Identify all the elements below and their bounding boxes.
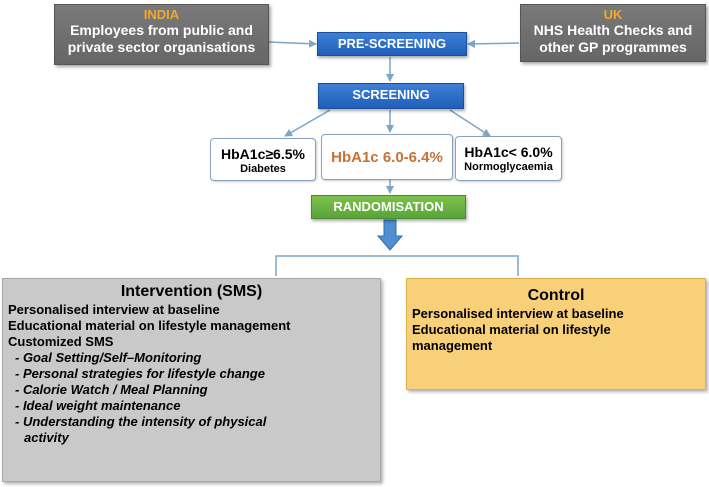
randomisation-box: RANDOMISATION xyxy=(311,195,466,219)
control-line: management xyxy=(412,338,493,353)
intervention-line: Personalised interview at baseline xyxy=(8,302,220,317)
hba1c-normal-label: Normoglycaemia xyxy=(464,161,553,173)
india-desc-line2: private sector organisations xyxy=(67,39,256,55)
sms-item: - Personal strategies for lifestyle chan… xyxy=(15,366,265,381)
intervention-panel: Intervention (SMS) Personalised intervie… xyxy=(2,278,381,482)
sms-item-continuation: activity xyxy=(24,430,69,445)
hba1c-diabetes-label: Diabetes xyxy=(240,163,286,175)
uk-source-box: UK NHS Health Checks and other GP progra… xyxy=(520,4,706,62)
hba1c-prediabetes-value: HbA1c 6.0-6.4% xyxy=(331,149,443,166)
india-source-box: INDIA Employees from public and private … xyxy=(54,4,269,65)
uk-desc-line1: NHS Health Checks and xyxy=(533,22,693,38)
branch-connector xyxy=(275,255,519,276)
sms-item: - Calorie Watch / Meal Planning xyxy=(15,382,208,397)
hba1c-prediabetes-box: HbA1c 6.0-6.4% xyxy=(321,134,453,180)
sms-item: - Goal Setting/Self–Monitoring xyxy=(15,350,202,365)
screening-to-normal-arrow xyxy=(449,109,491,137)
sms-item: - Ideal weight maintenance xyxy=(15,398,181,413)
control-title: Control xyxy=(527,287,585,304)
india-title: INDIA xyxy=(143,7,180,22)
prescreening-box: PRE-SCREENING xyxy=(317,32,467,56)
sms-item: - Understanding the intensity of physica… xyxy=(15,414,267,429)
control-panel: Control Personalised interview at baseli… xyxy=(406,278,706,390)
uk-desc-line2: other GP programmes xyxy=(539,39,687,55)
screening-to-diabetes-arrow xyxy=(284,109,331,137)
hba1c-normal-box: HbA1c< 6.0% Normoglycaemia xyxy=(455,136,562,181)
india-to-prescreening-arrow xyxy=(268,39,317,48)
hba1c-diabetes-value: HbA1c≥6.5% xyxy=(221,146,305,162)
control-line: Educational material on lifestyle xyxy=(412,322,611,337)
uk-to-prescreening-arrow xyxy=(467,39,520,48)
screening-box: SCREENING xyxy=(318,83,464,109)
hba1c-diabetes-box: HbA1c≥6.5% Diabetes xyxy=(210,138,316,181)
randomisation-down-arrow xyxy=(376,219,404,251)
intervention-line: Customized SMS xyxy=(8,334,114,349)
intervention-title: Intervention (SMS) xyxy=(120,283,263,300)
uk-title: UK xyxy=(603,7,623,22)
control-line: Personalised interview at baseline xyxy=(412,306,624,321)
india-desc-line1: Employees from public and xyxy=(70,22,253,38)
hba1c-normal-value: HbA1c< 6.0% xyxy=(464,144,553,160)
intervention-line: Educational material on lifestyle manage… xyxy=(8,318,291,333)
